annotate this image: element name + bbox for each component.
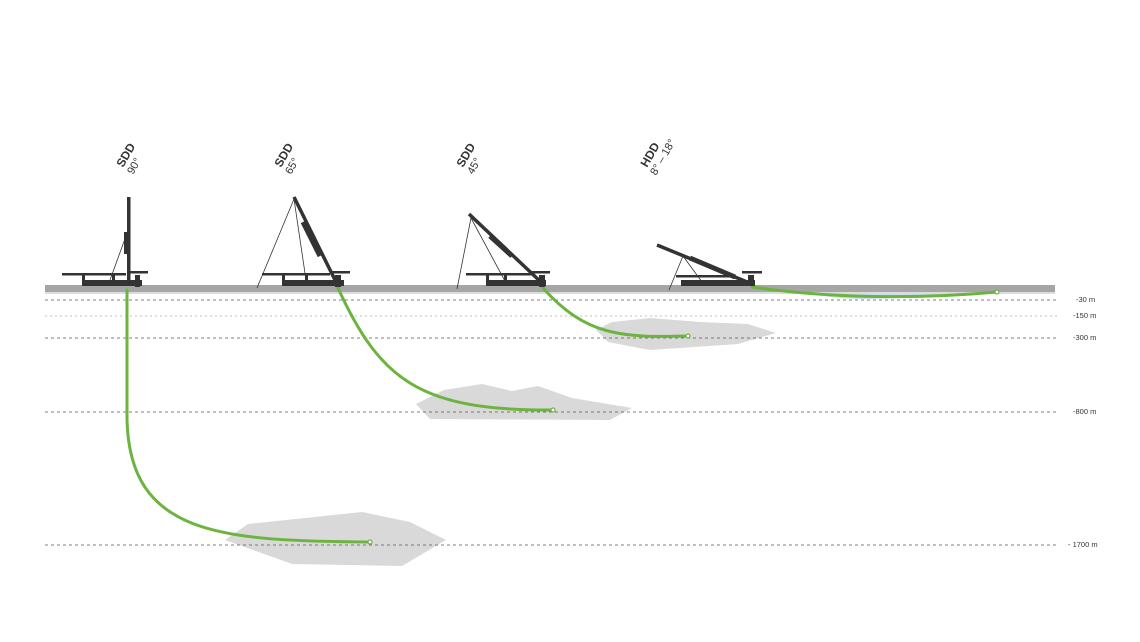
rig-leg [82,275,85,282]
rig-mast [127,197,131,282]
rig-platform [466,273,532,276]
endpoint-hdd [994,289,1000,295]
depth-label-1700m: - 1700 m [1068,540,1098,549]
rig-stay [682,255,703,283]
rig-sdd-90 [62,197,148,287]
rig-platform [262,273,330,276]
rig-sdd-65 [256,196,350,289]
rig-hdd [656,243,762,291]
rig-stay [293,198,307,281]
rig-leg [282,275,285,282]
depth-label-300m: -300 m [1073,333,1096,342]
formation-zone-800m [416,384,632,420]
rig-platform [62,273,126,276]
ground-surface [45,285,1055,292]
rig-mast-head [300,220,323,258]
depth-lines [45,299,1058,546]
rig-base [82,280,142,286]
ground-shadow [45,292,1055,294]
rig-platform-right [330,271,350,274]
endpoint-sdd-65 [550,407,556,413]
depth-label-30m: -30 m [1076,295,1095,304]
rig-platform-right [128,271,148,274]
depth-label-800m: -800 m [1073,407,1096,416]
rig-mast [292,196,339,285]
rig-leg [305,275,308,282]
borehole-hdd [750,285,999,299]
formation-zone-300m [596,318,776,350]
formation-zone-1700m [225,512,446,566]
rig-leg [504,275,507,282]
depth-label-150m: -150 m [1073,311,1096,320]
rig-stay [470,217,507,284]
borehole-sdd-90 [125,288,372,544]
rig-leg [112,275,115,282]
rig-mast-head [124,232,127,254]
rig-base [282,280,344,286]
rig-mast-head [689,255,736,280]
borehole-sdd-45 [541,286,690,338]
rig-mast-head [488,234,514,258]
rig-pipe [135,275,140,287]
rig-base [486,280,546,286]
endpoint-sdd-45 [685,333,691,339]
rig-stay [668,255,684,291]
borehole-endpoints [367,289,1000,545]
rig-pipe [748,275,754,286]
rig-stay [256,198,295,289]
rig-platform-right [742,271,762,274]
boreholes [125,285,999,544]
rig-leg [486,275,489,282]
rig-platform [676,275,730,278]
rig-sdd-45 [456,212,550,290]
rig-pipe [539,275,545,287]
borehole-sdd-65 [336,286,555,412]
endpoint-sdd-90 [367,539,373,545]
rig-platform-right [532,271,550,274]
rig-pipe [335,275,341,287]
rig-stay [109,235,127,281]
rig-stay [456,217,472,290]
rig-base [681,280,755,286]
